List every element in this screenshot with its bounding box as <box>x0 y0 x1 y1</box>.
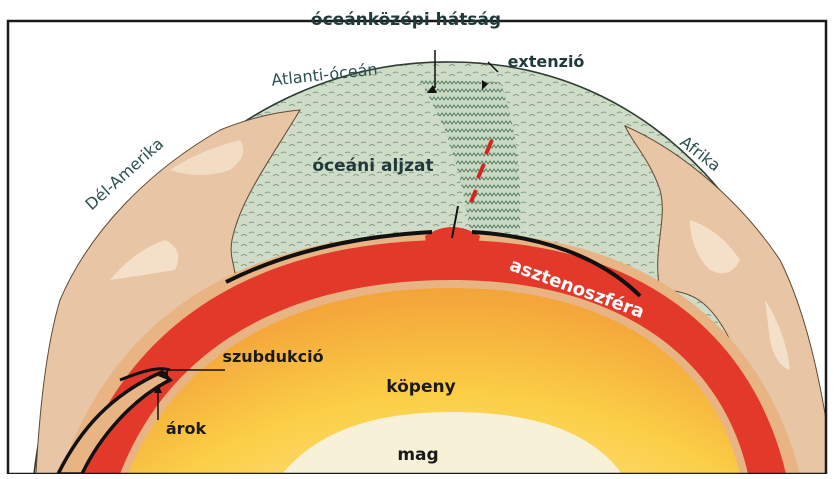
label-extension: extenzió <box>508 52 585 71</box>
label-core: mag <box>397 445 438 465</box>
label-subduction: szubdukció <box>222 347 323 366</box>
label-mid-ocean-ridge: óceánközépi hátság <box>311 10 501 30</box>
label-trench: árok <box>166 419 207 438</box>
label-mantle: köpeny <box>386 377 455 397</box>
label-ocean-floor: óceáni aljzat <box>312 156 433 176</box>
